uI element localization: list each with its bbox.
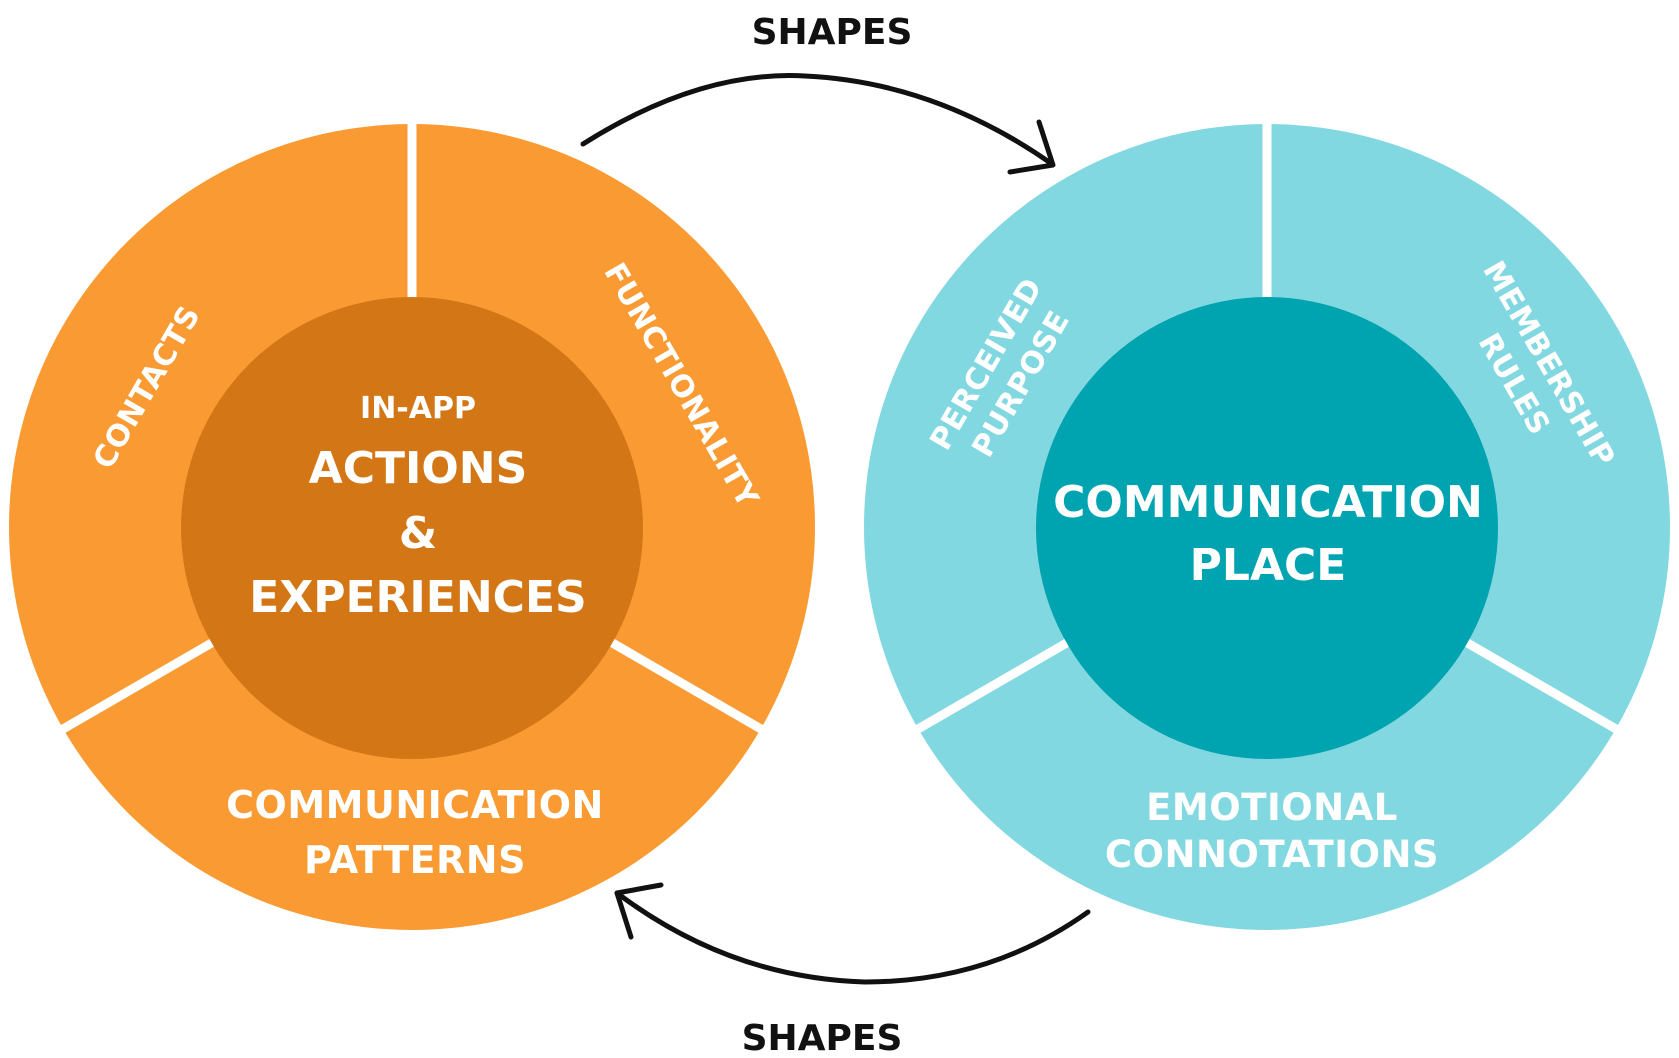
right-core-circle xyxy=(1036,297,1498,759)
left-divider-lower-left xyxy=(60,637,218,733)
bottom-arrow-curve xyxy=(614,890,1091,985)
core-label-actions: ACTIONS xyxy=(309,443,528,494)
left-core-circle xyxy=(181,297,643,759)
core-label-in-app: IN-APP xyxy=(360,391,476,426)
right-divider-lower-left xyxy=(915,637,1073,733)
bottom-shapes-arrow xyxy=(614,882,1091,985)
top-arrowhead-icon xyxy=(1007,119,1056,175)
top-shapes-arrow xyxy=(580,73,1056,175)
left-circle: CONTACTS FUNCTIONALITY COMMUNICATION PAT… xyxy=(9,124,815,930)
core-label-experiences: EXPERIENCES xyxy=(249,572,586,623)
top-arrow-curve xyxy=(580,73,1055,167)
bottom-arrowhead-icon xyxy=(614,882,664,940)
core-label-place: PLACE xyxy=(1190,540,1347,591)
segment-label-communication-patterns-line1: COMMUNICATION xyxy=(226,783,604,827)
segment-label-emotional: EMOTIONAL xyxy=(1146,786,1398,829)
right-circle: PERCEIVED PURPOSE MEMBERSHIP RULES EMOTI… xyxy=(864,124,1670,930)
bottom-shapes-label: SHAPES xyxy=(742,1018,903,1058)
right-divider-lower-right xyxy=(1461,637,1619,733)
left-divider-lower-right xyxy=(606,637,764,733)
segment-label-connotations: CONNOTATIONS xyxy=(1105,833,1439,876)
top-shapes-label: SHAPES xyxy=(752,12,913,53)
core-label-communication: COMMUNICATION xyxy=(1053,477,1483,528)
segment-label-communication-patterns-line2: PATTERNS xyxy=(304,838,526,882)
core-label-ampersand: & xyxy=(399,508,437,559)
